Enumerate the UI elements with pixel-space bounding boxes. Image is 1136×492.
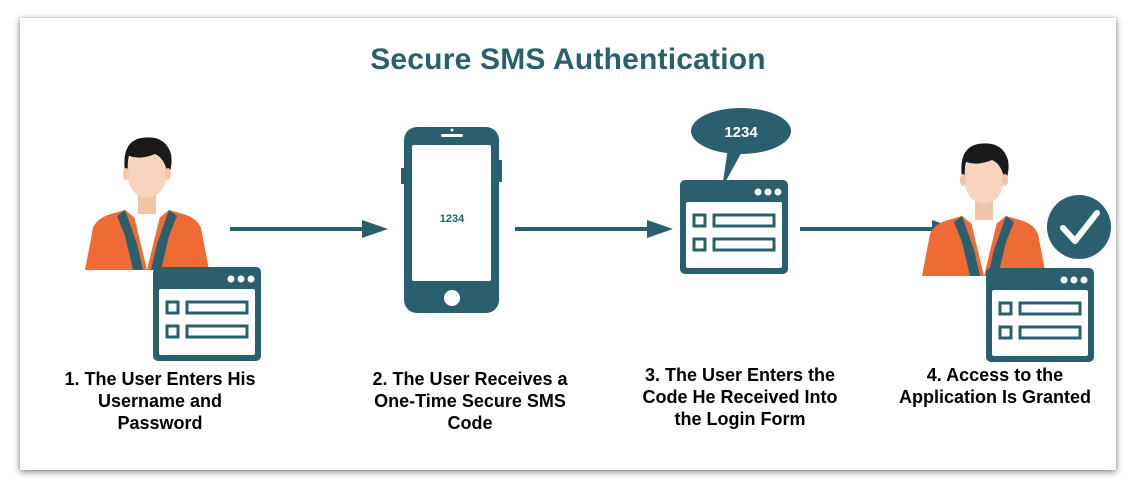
phone-sms-code: 1234 xyxy=(440,213,465,225)
step-1-caption: 1. The User Enters His Username and Pass… xyxy=(64,369,256,433)
smartphone-icon xyxy=(401,127,502,313)
user-icon xyxy=(85,137,209,270)
speech-bubble-icon xyxy=(691,108,791,188)
login-form-icon xyxy=(151,265,263,363)
step-3-caption: 3. The User Enters the Code He Received … xyxy=(642,365,838,429)
step-4-caption: 4. Access to the Application Is Granted xyxy=(898,365,1092,407)
bubble-sms-code: 1234 xyxy=(724,124,758,141)
login-form-icon xyxy=(678,178,790,276)
diagram-title: Secure SMS Authentication xyxy=(370,43,766,76)
arrow-icon xyxy=(230,220,388,238)
step-2-caption: 2. The User Receives a One-Time Secure S… xyxy=(372,369,568,433)
checkmark-icon xyxy=(1047,195,1111,259)
arrow-icon xyxy=(515,220,673,238)
login-form-icon xyxy=(984,266,1096,364)
user-icon xyxy=(922,143,1046,276)
